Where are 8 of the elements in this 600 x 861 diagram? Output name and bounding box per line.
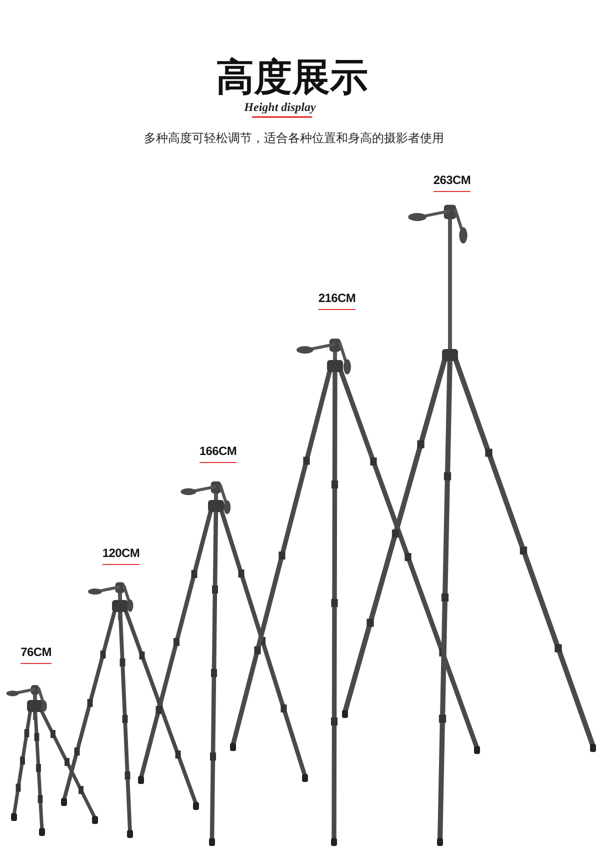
height-label: 120CM — [102, 546, 140, 565]
height-label: 263CM — [433, 173, 471, 192]
height-label: 76CM — [20, 645, 52, 664]
subtitle: Height display — [244, 100, 316, 115]
height-label: 216CM — [318, 291, 356, 310]
title: 高度展示 — [216, 54, 368, 101]
description-text: 多种高度可轻松调节，适合各种位置和身高的摄影者使用 — [144, 130, 444, 147]
height-label: 166CM — [199, 444, 237, 463]
